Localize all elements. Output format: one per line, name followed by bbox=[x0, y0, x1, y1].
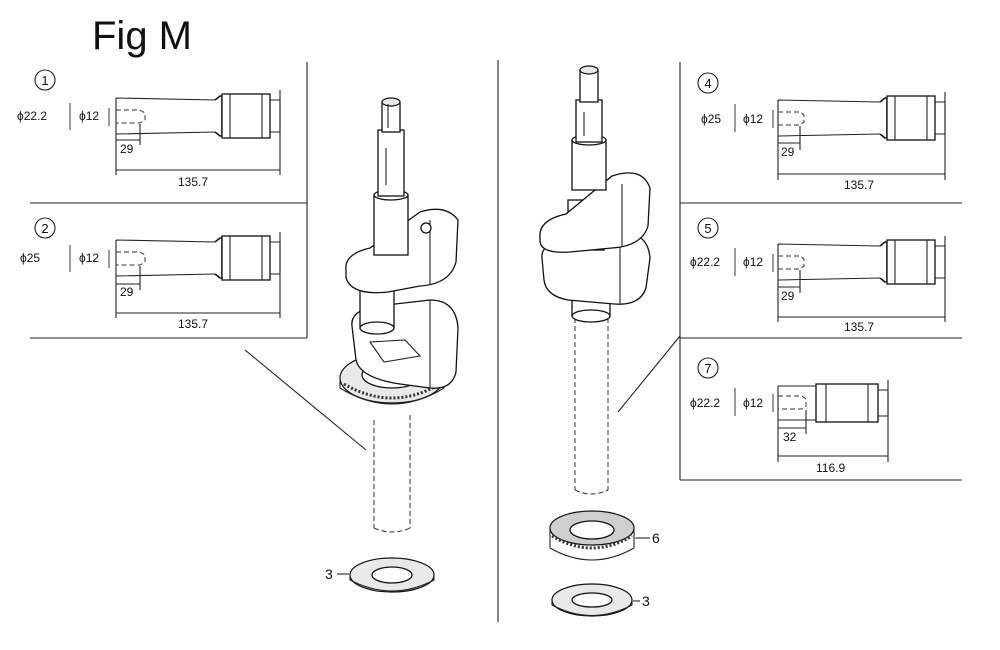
variant-2-detail: 2 ϕ25 ϕ12 29 135.7 bbox=[20, 217, 281, 331]
left-washer: 3 bbox=[325, 557, 435, 593]
right-crankshaft bbox=[539, 65, 651, 495]
variant-2-badge bbox=[34, 217, 56, 239]
variant-1-total-length: 135.7 bbox=[178, 175, 208, 189]
variant-2-number: 2 bbox=[41, 221, 48, 236]
figure-title: Fig M bbox=[92, 14, 192, 58]
variant-4-inner-dia: ϕ12 bbox=[743, 112, 763, 126]
gear-right-callout: 6 bbox=[652, 530, 660, 546]
variant-2-inner-dia: ϕ12 bbox=[79, 251, 99, 265]
variant-2-total-length: 135.7 bbox=[178, 317, 208, 331]
right-washer: 3 bbox=[551, 583, 650, 617]
variant-5-total-length: 135.7 bbox=[844, 320, 874, 334]
variant-5-inner-dia: ϕ12 bbox=[743, 255, 763, 269]
variant-5-number: 5 bbox=[704, 221, 711, 236]
left-detail-panel bbox=[30, 62, 367, 451]
variant-5-badge bbox=[697, 217, 719, 239]
washer-right-callout: 3 bbox=[642, 593, 650, 609]
variant-4-detail: 4 ϕ25 ϕ12 29 135.7 bbox=[697, 72, 946, 192]
variant-5-outer-dia: ϕ22.2 bbox=[690, 255, 720, 269]
variant-4-bore-length: 29 bbox=[781, 145, 795, 159]
variant-7-outer-dia: ϕ22.2 bbox=[690, 396, 720, 410]
variant-7-badge bbox=[697, 357, 719, 379]
variant-2-outer-dia: ϕ25 bbox=[20, 251, 40, 265]
variant-4-outer-dia: ϕ25 bbox=[701, 112, 721, 126]
variant-5-detail: 5 ϕ22.2 ϕ12 29 135.7 bbox=[690, 217, 946, 334]
variant-1-outer-dia: ϕ22.2 bbox=[17, 109, 47, 123]
variant-4-badge bbox=[697, 72, 719, 94]
washer-left-callout: 3 bbox=[325, 566, 333, 582]
variant-7-detail: 7 ϕ22.2 ϕ12 32 116.9 bbox=[690, 357, 889, 475]
left-crankshaft bbox=[339, 97, 459, 533]
variant-2-bore-length: 29 bbox=[120, 285, 134, 299]
variant-1-detail: 1 ϕ22.2 ϕ12 29 135.7 bbox=[17, 69, 281, 189]
variant-1-inner-dia: ϕ12 bbox=[79, 109, 99, 123]
right-detail-panel bbox=[617, 62, 962, 481]
variant-5-bore-length: 29 bbox=[781, 289, 795, 303]
variant-7-total-length: 116.9 bbox=[816, 461, 845, 475]
variant-7-inner-dia: ϕ12 bbox=[743, 396, 763, 410]
variant-4-total-length: 135.7 bbox=[844, 178, 874, 192]
variant-7-number: 7 bbox=[704, 361, 711, 376]
variant-1-number: 1 bbox=[41, 73, 48, 88]
variant-4-number: 4 bbox=[704, 76, 711, 91]
variant-1-badge bbox=[34, 69, 56, 91]
right-timing-gear: 6 bbox=[549, 510, 660, 561]
variant-7-bore-length: 32 bbox=[783, 430, 797, 444]
variant-1-bore-length: 29 bbox=[120, 142, 134, 156]
